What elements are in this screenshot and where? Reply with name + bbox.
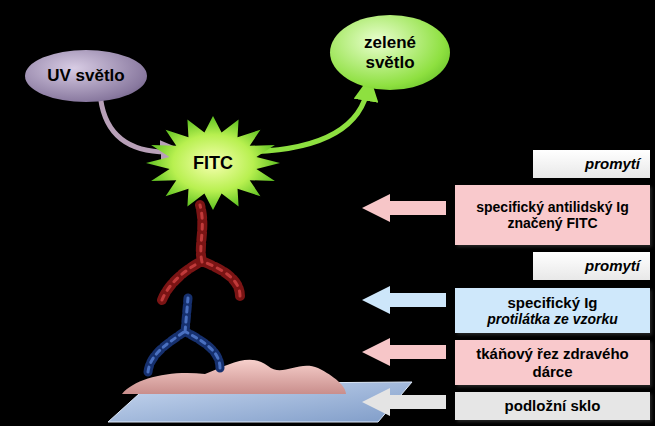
node-label: specifický antilidský Ig značený FITC [463,199,642,231]
node-label: promytí [585,257,640,274]
reagent-box: specifický antilidský Ig značený FITC [455,185,650,245]
node-label: FITC [193,153,233,174]
sample-box: specifický Igprotilátka ze vzorku [455,288,650,333]
emission-ellipse: zelené světlo [330,15,450,90]
wash-step: promytí [533,252,650,280]
node-label: podložní sklo [505,397,601,414]
sample-antibody [148,298,220,372]
node-label: promytí [585,155,640,172]
light-arrow [253,86,368,152]
slide-box: podložní sklo [455,392,650,420]
tissue-section [122,360,346,394]
pointer-arrow [362,338,446,366]
tissue-box: tkáňový řez zdravého dárce [455,340,650,385]
node-subtitle: protilátka ze vzorku [487,311,618,327]
fitc-antibody [162,205,240,300]
fluorochrome-burst: FITC [146,116,280,210]
node-label: tkáňový řez zdravého dárce [463,345,642,380]
node-label: UV světlo [47,66,124,86]
light-source-ellipse: UV světlo [25,50,147,102]
light-arrow [101,99,176,152]
node-label: specifický Ig [507,294,597,311]
pointer-arrow [362,286,446,314]
pointer-arrow [362,194,446,222]
node-label: zelené světlo [342,33,438,72]
wash-step: promytí [533,150,650,178]
pointer-arrow [362,388,446,416]
